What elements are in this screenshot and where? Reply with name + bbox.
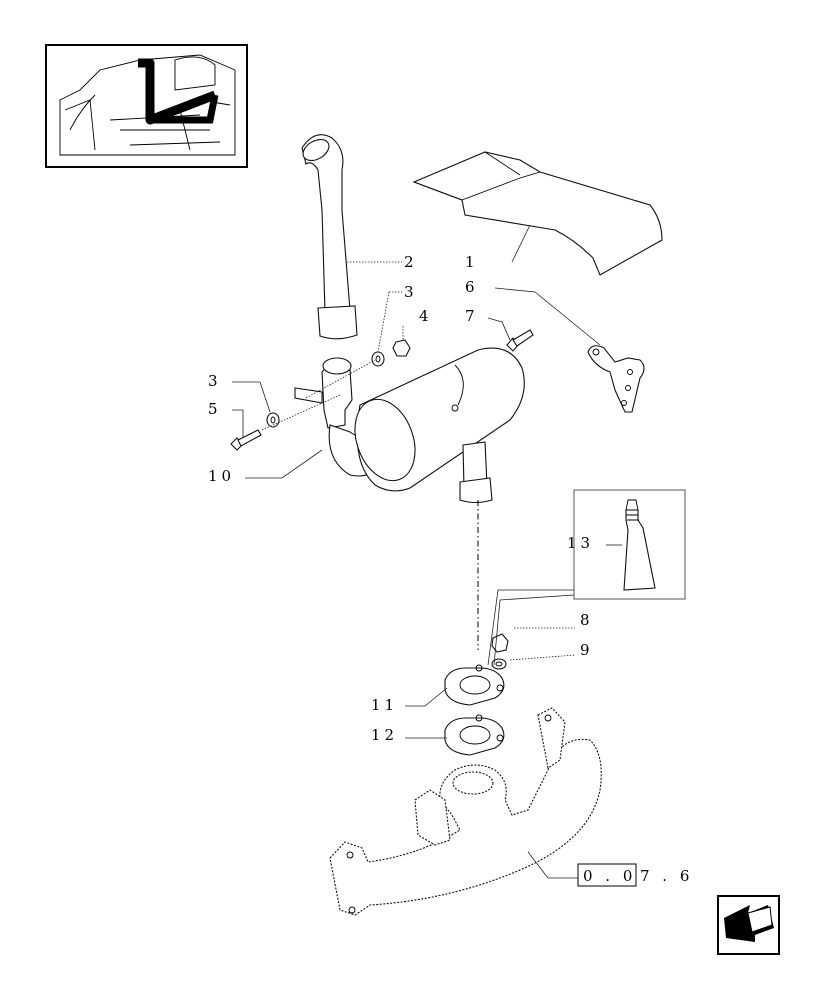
leader-lines [232, 224, 622, 879]
part-washer-3-upper [371, 351, 385, 367]
part-gasket-11 [444, 664, 505, 706]
callout-7: 7 [465, 307, 479, 325]
callout-10: 10 [208, 467, 235, 485]
part-nut-4 [392, 339, 411, 357]
reference-code[interactable]: 0 . 0 7 . 6 [577, 863, 693, 887]
callout-1: 1 [465, 253, 479, 271]
callout-4: 4 [419, 307, 433, 325]
reference-code-rest: 7 . 6 [640, 867, 693, 885]
callout-9: 9 [580, 641, 594, 659]
previous-page-arrow-icon[interactable] [717, 895, 780, 955]
sealant-tube-inset [573, 489, 686, 600]
callout-5: 5 [208, 400, 222, 418]
part-nut-8 [491, 633, 509, 653]
callout-3-upper: 3 [404, 283, 418, 301]
part-washer-9 [491, 658, 507, 670]
part-tail-pipe [301, 134, 358, 340]
part-bolt-5 [230, 429, 262, 451]
engine-location-thumbnail[interactable] [45, 44, 248, 168]
callout-11: 11 [371, 696, 398, 714]
part-gasket-12 [444, 714, 505, 756]
part-heat-shield [412, 151, 663, 276]
part-exhaust-manifold [329, 707, 602, 916]
callout-12: 12 [371, 726, 398, 744]
part-bolt-7 [506, 329, 534, 352]
part-bracket [587, 345, 645, 413]
callout-13: 13 [567, 534, 594, 552]
callout-3-lower: 3 [208, 372, 222, 390]
callout-6: 6 [465, 278, 479, 296]
part-muffler [294, 347, 525, 504]
callout-8: 8 [580, 611, 594, 629]
callout-2: 2 [404, 253, 418, 271]
reference-code-boxed: 0 . 0 [583, 867, 636, 885]
